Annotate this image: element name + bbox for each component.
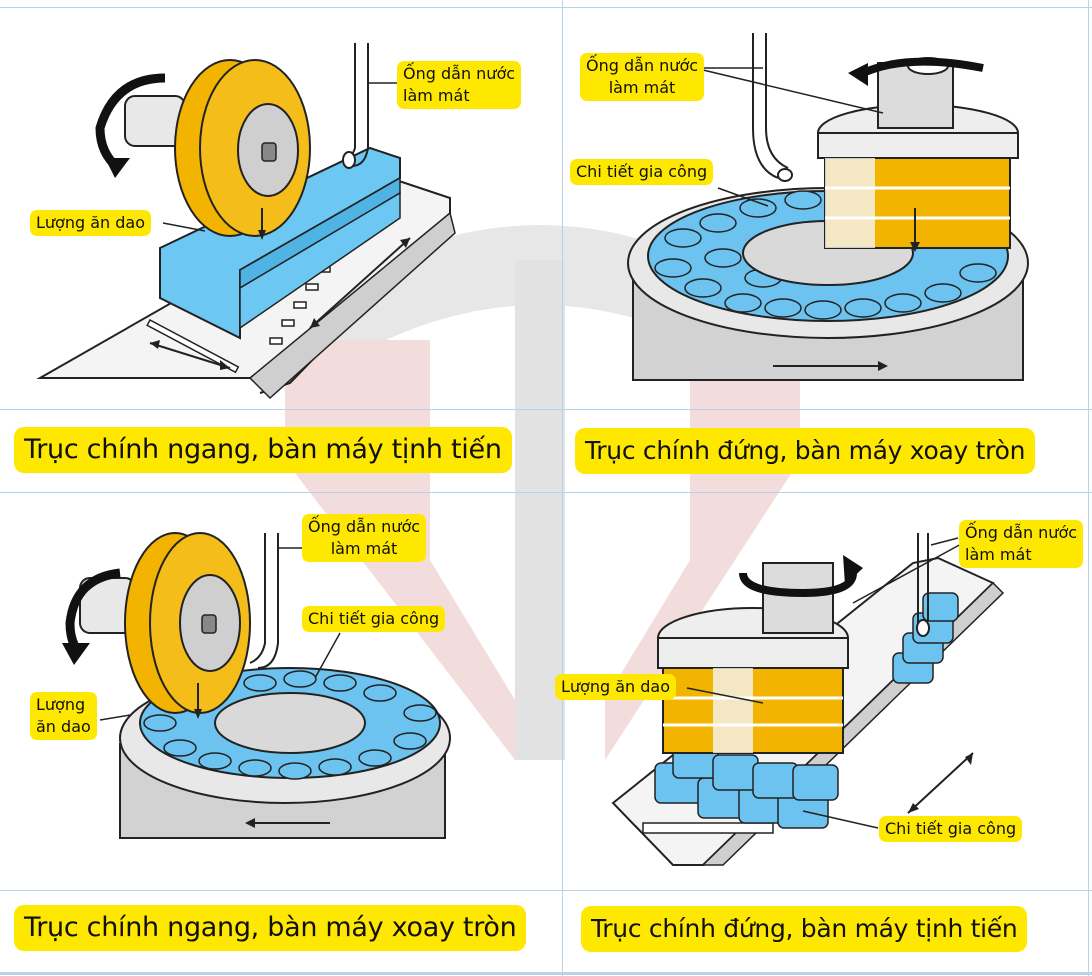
illustration-vertical-rotary <box>627 33 1029 381</box>
grid-line <box>0 409 1092 410</box>
grid-line <box>0 972 1092 975</box>
label-line: Ống dẫn nước <box>965 523 1078 542</box>
label-coolant-pipe: Ống dẫn nước làm mát <box>302 514 427 562</box>
caption-panel-3: Trục chính ngang, bàn máy xoay tròn <box>14 905 527 951</box>
panel-vertical-spindle-rotary-table: Ống dẫn nước làm mát Chi tiết gia công <box>563 8 1088 408</box>
grid-line <box>0 492 1092 493</box>
label-line: làm mát <box>608 78 676 97</box>
panel-horizontal-spindle-reciprocating-table: Ống dẫn nước làm mát Lượng ăn dao <box>0 8 562 408</box>
grid-line <box>0 890 1092 891</box>
panel-horizontal-spindle-rotary-table: Ống dẫn nước làm mát Chi tiết gia công L… <box>0 493 562 889</box>
caption-panel-1: Trục chính ngang, bàn máy tịnh tiến <box>14 427 512 473</box>
illustration-horizontal-reciprocating <box>36 43 456 400</box>
label-workpiece: Chi tiết gia công <box>570 159 714 185</box>
label-line: ăn dao <box>36 717 91 736</box>
label-line: Lượng <box>36 695 86 714</box>
label-feed: Lượng ăn dao <box>30 210 152 236</box>
panel-vertical-spindle-reciprocating-table: Ống dẫn nước làm mát Lượng ăn dao Chi ti… <box>555 493 1088 889</box>
label-coolant-pipe: Ống dẫn nước làm mát <box>959 520 1084 568</box>
label-workpiece: Chi tiết gia công <box>879 816 1023 842</box>
caption-panel-4: Trục chính đứng, bàn máy tịnh tiến <box>581 906 1028 952</box>
label-coolant-pipe: Ống dẫn nước làm mát <box>397 61 522 109</box>
grid-line <box>1088 0 1089 976</box>
label-workpiece: Chi tiết gia công <box>302 606 446 632</box>
label-coolant-pipe: Ống dẫn nước làm mát <box>580 53 705 101</box>
illustration-horizontal-rotary <box>62 532 451 839</box>
label-line: làm mát <box>330 539 398 558</box>
label-feed: Lượng ăn dao <box>30 692 97 740</box>
label-line: Ống dẫn nước <box>586 56 699 75</box>
label-feed: Lượng ăn dao <box>555 674 677 700</box>
grid-line <box>0 7 1092 8</box>
illustration-vertical-reciprocating <box>611 533 1005 866</box>
label-line: Ống dẫn nước <box>403 64 516 83</box>
caption-panel-2: Trục chính đứng, bàn máy xoay tròn <box>575 428 1036 474</box>
grid-line <box>562 0 563 976</box>
label-line: làm mát <box>965 545 1032 564</box>
label-line: Ống dẫn nước <box>308 517 421 536</box>
label-line: làm mát <box>403 86 470 105</box>
